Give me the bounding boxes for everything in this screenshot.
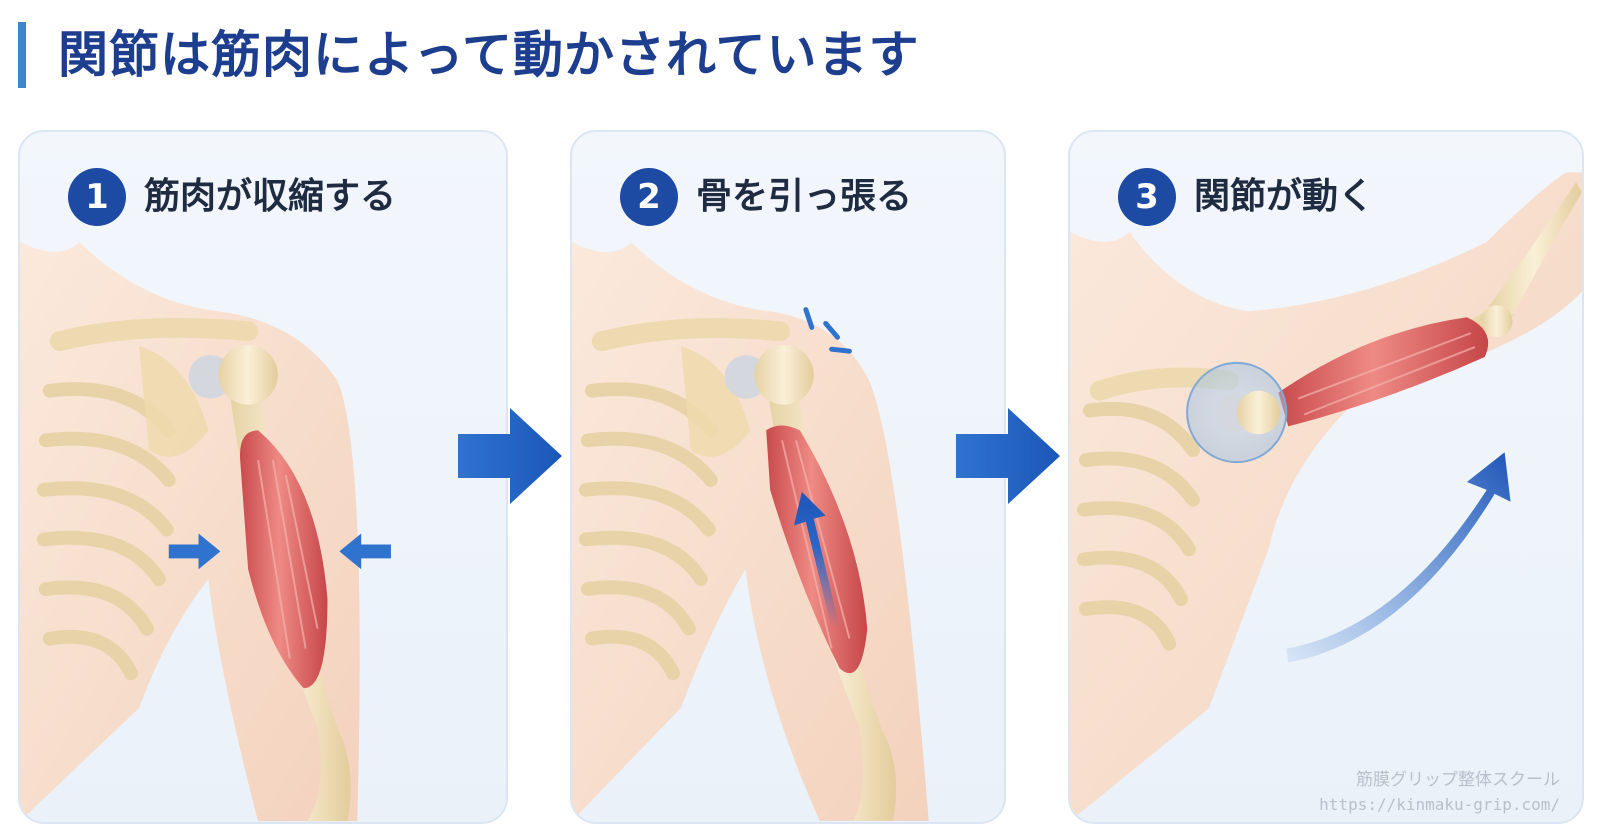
flow-arrow-icon [956, 408, 1060, 504]
bone-pull-illustration [572, 242, 929, 821]
compress-arrow-right [339, 533, 391, 570]
pull-arrow [793, 491, 840, 629]
page-title: 関節は筋肉によって動かされています [58, 26, 920, 84]
step-label: 筋肉が収縮する [144, 176, 397, 217]
rotation-arrow [1286, 452, 1511, 663]
title-accent-bar [18, 22, 26, 88]
watermark-name: 筋膜グリップ整体スクール [1356, 770, 1560, 790]
step-number-badge: 2 [620, 168, 678, 226]
step-number-badge: 3 [1118, 168, 1176, 226]
step-label: 関節が動く [1194, 176, 1375, 217]
muscle-contract-illustration [20, 241, 391, 822]
step-number-badge: 1 [68, 168, 126, 226]
step-panel-2: 2 骨を引っ張る [570, 130, 1006, 824]
compress-arrow-left [168, 533, 221, 570]
step-panel-3: 3 関節が動く [1068, 130, 1584, 824]
step-panel-1: 1 筋肉が収縮する [18, 130, 508, 824]
joint-move-illustration [1070, 172, 1582, 822]
flow-arrow-icon [458, 408, 562, 504]
step-label: 骨を引っ張る [696, 176, 913, 217]
watermark-url: https://kinmaku-grip.com/ [1319, 795, 1560, 814]
tension-lines [803, 307, 852, 354]
